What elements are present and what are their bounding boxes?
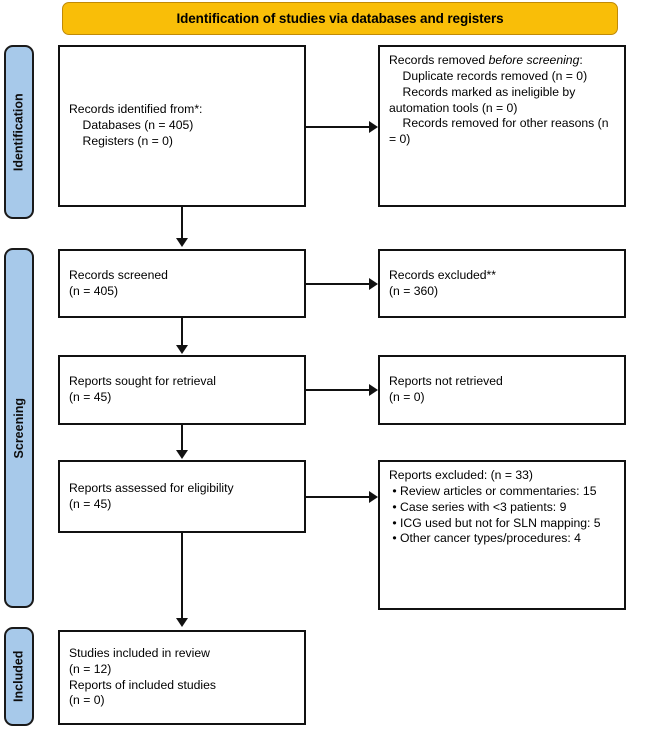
stage-label-identification: Identification [4,45,34,219]
node-reports-assessed-for-eligibility: Reports assessed for eligibility (n = 45… [58,460,306,533]
connector-assessed-to-reports-excluded [306,496,370,498]
stage-label-screening: Screening [4,248,34,608]
removed-line1-italic: before screening [488,53,580,67]
connector-screened-to-excluded [306,283,370,285]
arrowhead-sought-to-not-retrieved [369,384,378,396]
banner-identification-header: Identification of studies via databases … [62,2,618,35]
node-studies-included-in-review: Studies included in review (n = 12) Repo… [58,630,306,725]
banner-title: Identification of studies via databases … [176,10,504,26]
connector-sought-to-assessed [181,425,183,450]
removed-rest: Duplicate records removed (n = 0) Record… [389,68,609,147]
node-studies-included-text: Studies included in review (n = 12) Repo… [69,645,217,708]
node-reports-excluded-reasons-text: Reports excluded: (n = 33) • Review arti… [389,468,601,546]
removed-line1-tail: : [579,53,583,67]
arrowhead-identified-to-removed [369,121,378,133]
node-reports-excluded-with-reasons: Reports excluded: (n = 33) • Review arti… [378,460,626,610]
stage-label-included-text: Included [11,650,26,703]
stage-label-included: Included [4,627,34,726]
connector-sought-to-not-retrieved [306,389,370,391]
arrowhead-assessed-to-reports-excluded [369,491,378,503]
connector-screened-to-sought [181,318,183,346]
node-records-screened: Records screened (n = 405) [58,249,306,318]
arrowhead-identified-to-screened [176,238,188,247]
arrowhead-screened-to-sought [176,345,188,354]
node-reports-not-retrieved-text: Reports not retrieved (n = 0) [389,374,503,404]
connector-identified-to-screened [181,207,183,240]
arrowhead-assessed-to-included [176,618,188,627]
node-reports-sought-for-retrieval: Reports sought for retrieval (n = 45) [58,355,306,425]
node-reports-not-retrieved: Reports not retrieved (n = 0) [378,355,626,425]
stage-label-screening-text: Screening [11,397,26,459]
connector-identified-to-removed [306,126,370,128]
node-records-removed-before-screening: Records removed before screening: Duplic… [378,45,626,207]
node-records-removed-text: Records removed before screening: Duplic… [389,53,615,148]
arrowhead-sought-to-assessed [176,450,188,459]
node-records-excluded: Records excluded** (n = 360) [378,249,626,318]
stage-label-identification-text: Identification [11,93,26,171]
removed-line1-plain: Records removed [389,53,489,67]
node-records-identified: Records identified from*: Databases (n =… [58,45,306,207]
connector-assessed-to-included [181,533,183,618]
node-reports-assessed-text: Reports assessed for eligibility (n = 45… [69,480,234,511]
node-reports-sought-text: Reports sought for retrieval (n = 45) [69,374,216,404]
arrowhead-screened-to-excluded [369,278,378,290]
node-records-identified-text: Records identified from*: Databases (n =… [69,102,203,148]
node-records-screened-text: Records screened (n = 405) [69,267,168,298]
node-records-excluded-text: Records excluded** (n = 360) [389,267,497,298]
